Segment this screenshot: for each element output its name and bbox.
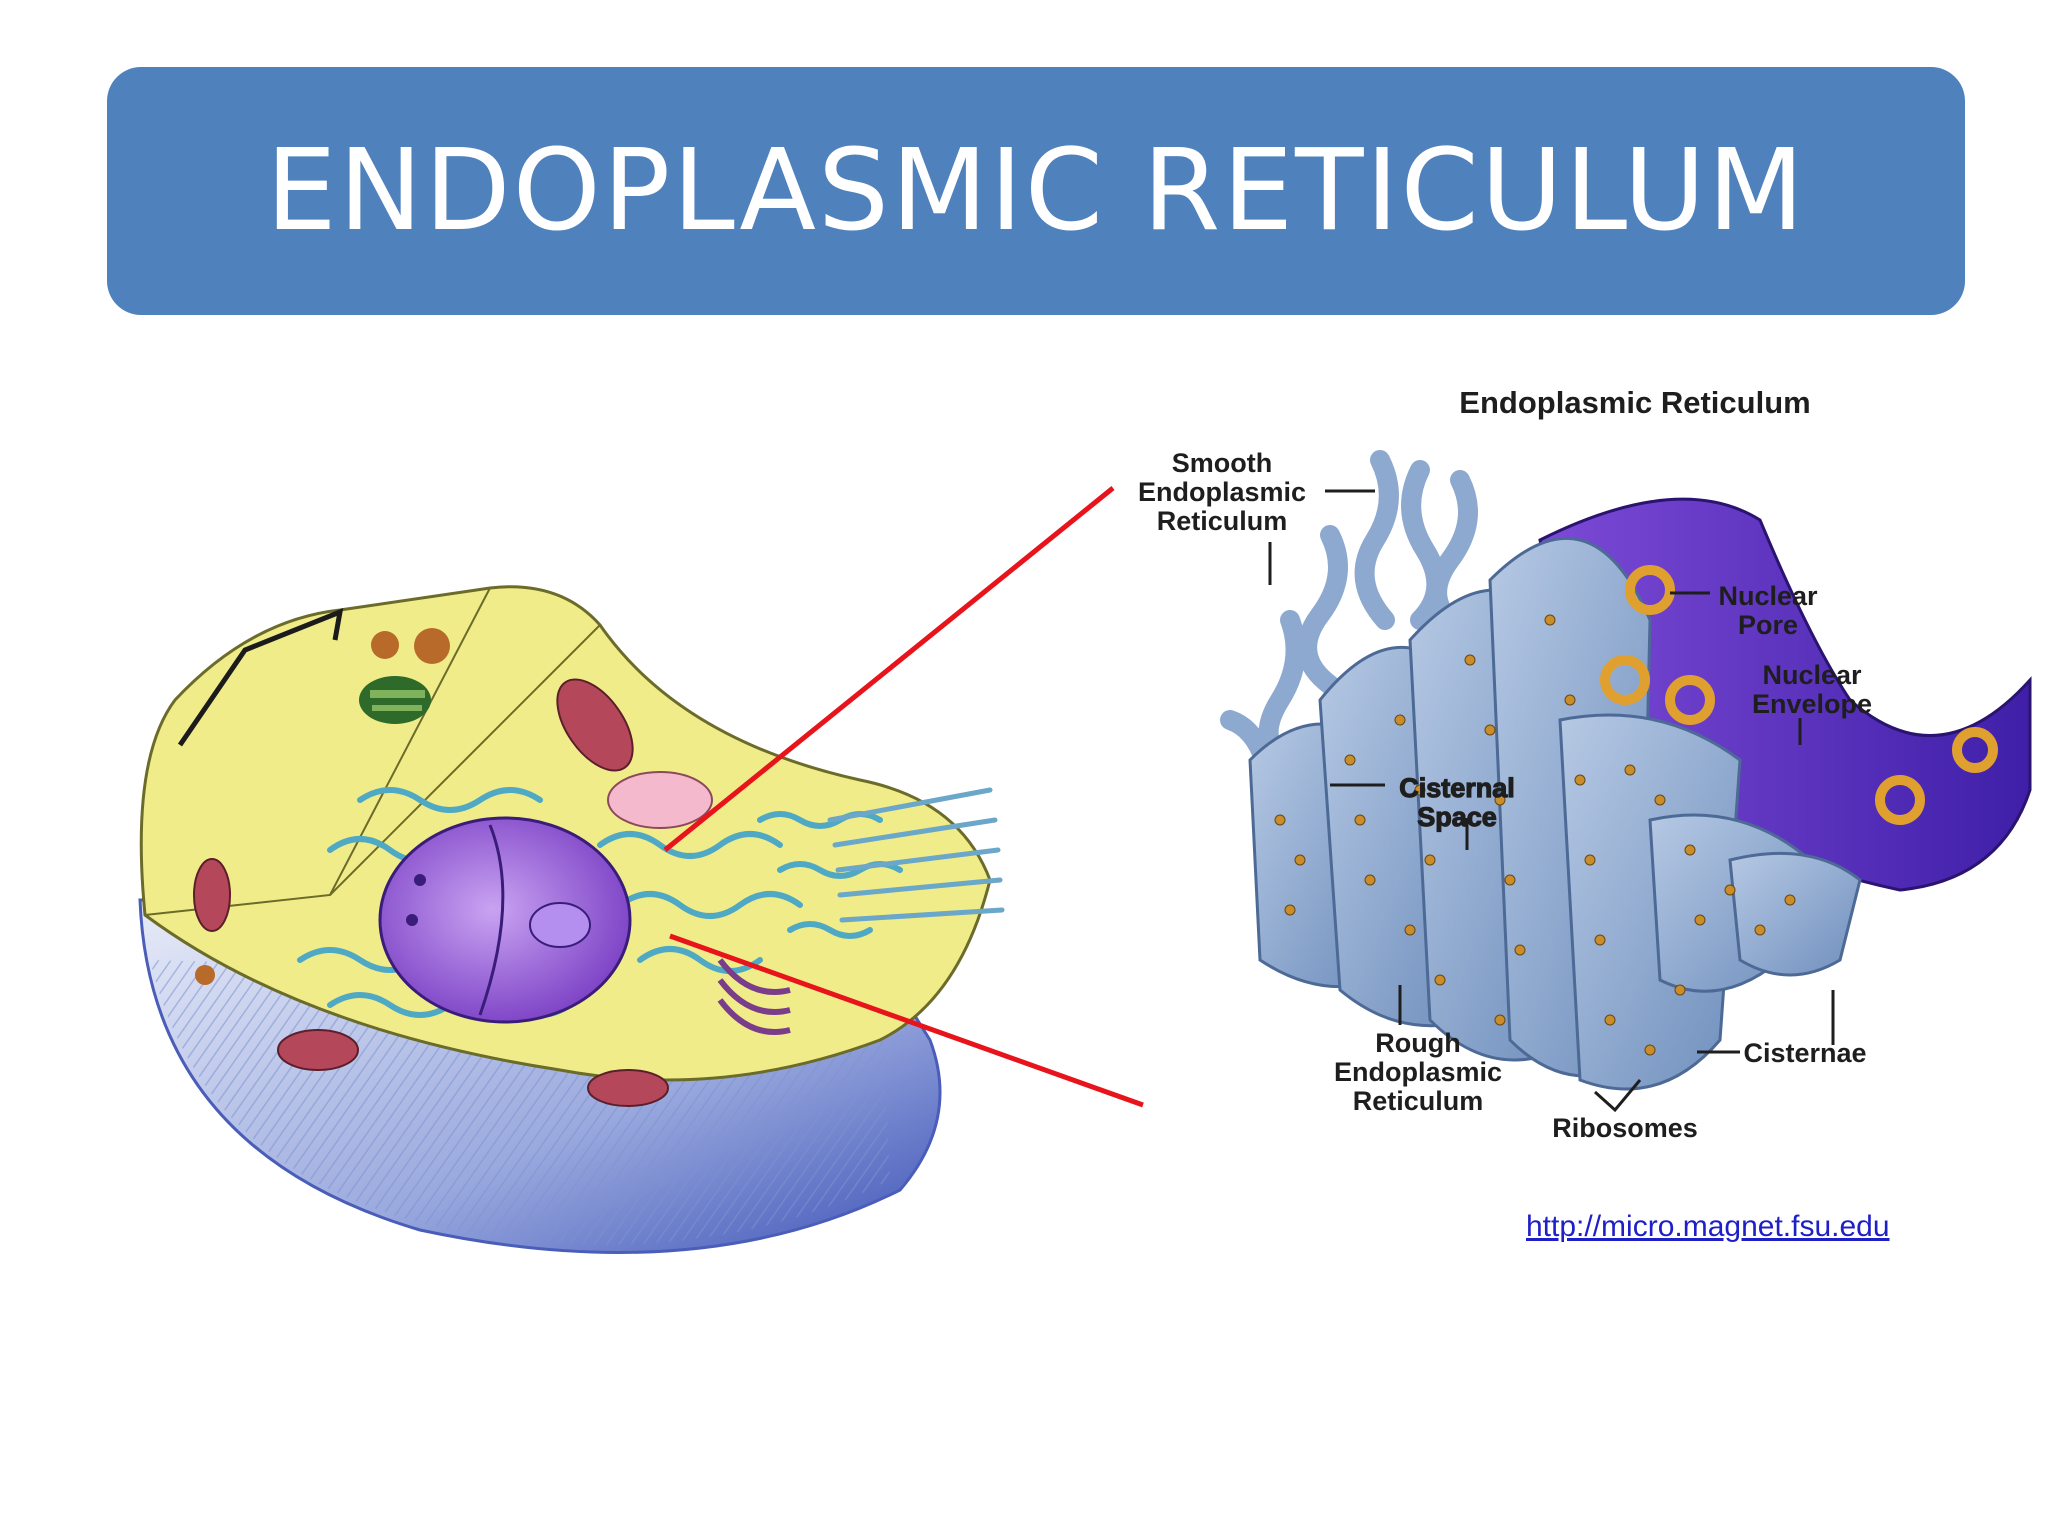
label-smooth-er-3: Reticulum	[1157, 506, 1288, 536]
ribosome-dots	[1274, 614, 1796, 1056]
golgi-purple	[717, 958, 791, 1035]
label-rough-er-3: Reticulum	[1353, 1086, 1484, 1116]
label-leader-lines	[1268, 489, 1835, 1113]
label-rough-er-1: Rough	[1375, 1028, 1460, 1058]
er-diagram-title: Endoplasmic Reticulum	[1459, 385, 1810, 420]
title-banner: ENDOPLASMIC RETICULUM	[107, 67, 1965, 315]
label-cisternal-space-2: Space	[1417, 802, 1497, 832]
pink-vesicle	[607, 771, 713, 829]
nuclear-pores	[1600, 565, 1998, 825]
slide-title: ENDOPLASMIC RETICULUM	[265, 126, 1807, 256]
zoom-line-bottom	[669, 933, 1144, 1108]
label-cisternae: Cisternae	[1743, 1038, 1866, 1068]
label-nuclear-pore-1: Nuclear	[1718, 581, 1818, 611]
cell-nucleus	[378, 816, 632, 1024]
label-smooth-er-1: Smooth	[1172, 448, 1273, 478]
label-nuclear-pore-2: Pore	[1738, 610, 1798, 640]
microvilli	[827, 787, 1005, 923]
label-rough-er-2: Endoplasmic	[1334, 1057, 1502, 1087]
golgi-green	[359, 676, 431, 724]
zoom-lines	[663, 486, 1144, 1108]
nucleolus	[529, 902, 591, 948]
er-detail-illustration: Endoplasmic Reticulum Smooth Endoplasmic…	[1138, 385, 2032, 1143]
label-ribosomes: Ribosomes	[1552, 1113, 1698, 1143]
zoom-line-top	[663, 486, 1115, 852]
source-link[interactable]: http://micro.magnet.fsu.edu	[1526, 1210, 1890, 1243]
label-nuclear-envelope-2: Envelope	[1752, 689, 1872, 719]
mitochondria	[193, 678, 669, 1107]
label-smooth-er-2: Endoplasmic	[1138, 477, 1306, 507]
animal-cell-illustration	[138, 585, 1005, 1254]
label-nuclear-envelope-1: Nuclear	[1762, 660, 1862, 690]
label-cisternal-space-1: Cisternal	[1399, 773, 1515, 803]
